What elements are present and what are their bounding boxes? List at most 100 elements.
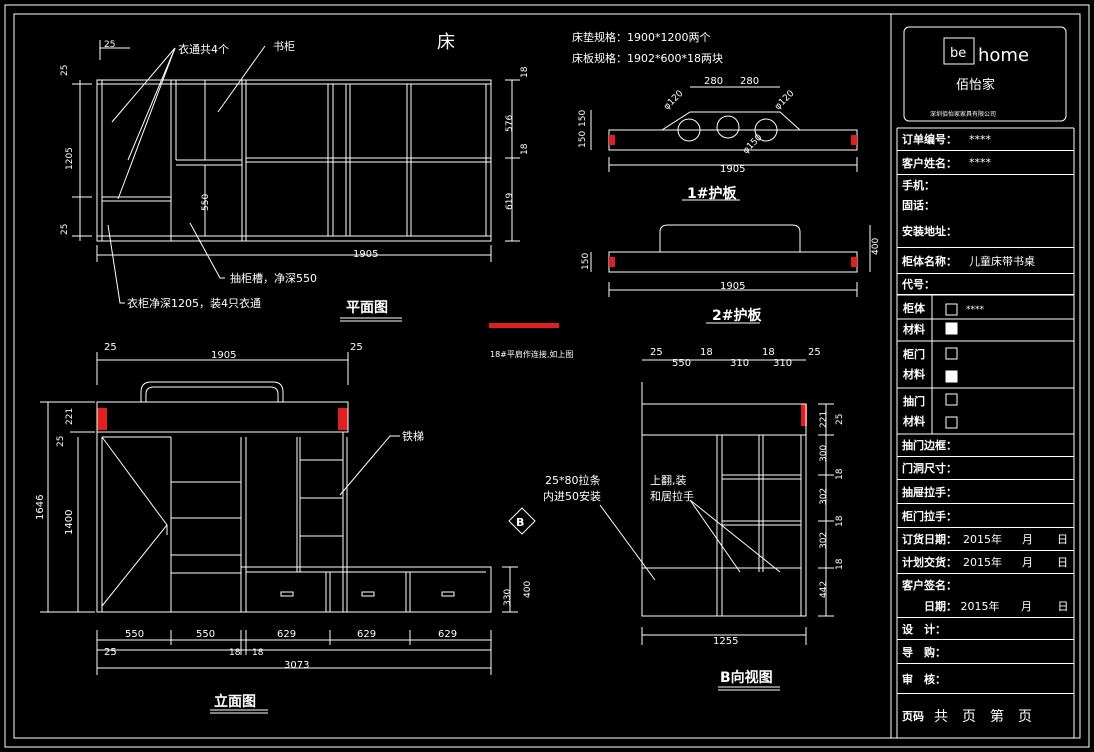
chk-drawer-2[interactable]: [945, 416, 958, 429]
dim-elev-b18a: 18: [229, 648, 241, 658]
row-sign: 客户签名： 日期： 2015年 月 日: [897, 574, 1074, 618]
title-row-label: 客户姓名：: [902, 156, 957, 170]
note-wardrobe-depth: 衣柜净深1205，装4只衣通: [127, 296, 261, 310]
note-bed-board: 床板规格：1902*600*18两块: [572, 51, 723, 65]
dim-b-310b: 310: [773, 358, 792, 369]
title-row-label: 柜体名称：: [902, 254, 957, 268]
page-nth: 第 页: [990, 709, 1032, 725]
row-page: 页码 共 页 第 页: [897, 694, 1074, 738]
dim-elev-25a: 25: [104, 342, 117, 353]
dim-plan-left-top: 25: [104, 40, 115, 50]
row-door-size: 门洞尺寸：: [897, 457, 1074, 480]
dim-b-310a: 310: [730, 358, 749, 369]
mat-drawer: 抽门: [903, 394, 925, 408]
dim-plan-18b: 18: [520, 143, 530, 155]
chk-door-1[interactable]: [945, 347, 958, 360]
title-row-label: 安装地址：: [902, 224, 957, 238]
plan-year: 2015年: [963, 556, 1002, 569]
dim-b-18a: 18: [835, 468, 845, 480]
row-review: 审 核：: [897, 664, 1074, 694]
title-b-view: B向视图: [720, 669, 773, 686]
dim-plan-550: 550: [201, 194, 211, 211]
mat-door: 柜门: [902, 347, 925, 361]
dim-b-442: 442: [819, 581, 829, 598]
dim-elev-221: 221: [65, 408, 75, 425]
label-door-handle: 柜门拉手：: [902, 509, 957, 523]
row-design: 设 计：: [897, 618, 1074, 640]
title-row-0: 订单编号：****: [897, 128, 1074, 151]
sign-day: 日: [1057, 600, 1069, 614]
dim-elev-629c: 629: [438, 629, 457, 640]
label-drawer-handle: 抽屉拉手：: [902, 485, 957, 499]
board-1: [590, 86, 858, 201]
label-design: 设 计：: [902, 622, 946, 636]
title-row-3: 固话：: [897, 195, 1074, 214]
row-door-handle: 柜门拉手：: [897, 504, 1074, 528]
mat-door2: 材料: [903, 367, 925, 381]
order-month: 月: [1022, 533, 1033, 546]
sign-month: 月: [1021, 600, 1032, 614]
dim-board-len2: 1905: [720, 281, 745, 292]
label-door-size: 门洞尺寸：: [902, 462, 957, 475]
row-guide: 导 购：: [897, 640, 1074, 664]
dim-b-221: 221: [819, 411, 829, 428]
dim-plan-1905: 1905: [353, 249, 378, 260]
dim-board-phi150: φ150: [741, 133, 765, 157]
dim-b-25: 25: [835, 414, 845, 425]
note-hanger-rail: 衣通共4个: [178, 42, 229, 56]
plan-view: [72, 40, 520, 322]
note-handle: 和居拉手: [650, 489, 694, 503]
dim-board-len1: 1905: [720, 164, 745, 175]
note-bolt: 18#平肩作连接,如上图: [490, 349, 573, 359]
mat-body: 柜体: [902, 301, 926, 315]
title-board2: 2#护板: [712, 307, 762, 324]
dim-elev-b25: 25: [104, 647, 117, 658]
dim-elev-1646: 1646: [35, 495, 46, 520]
red-ends: [97, 135, 857, 430]
note-bookcase: 书柜: [273, 40, 295, 53]
dim-board-phi120a: φ120: [662, 89, 686, 113]
dim-board-150b: 150: [578, 131, 588, 148]
dim-elev-330: 330: [503, 589, 513, 606]
chk-body-2[interactable]: [945, 322, 958, 335]
chk-door-2[interactable]: [945, 370, 958, 383]
title-board1: 1#护板: [687, 185, 737, 202]
dim-board-280a: 280: [704, 76, 723, 87]
mat-body-val: ****: [966, 305, 985, 315]
dim-plan-25b: 25: [60, 224, 70, 235]
dim-elev-25: 25: [56, 436, 66, 447]
dim-b-18a: 18: [700, 347, 713, 358]
dim-b-302b: 302: [819, 532, 829, 549]
title-row-label: 代号：: [902, 278, 935, 291]
elevation-view: [40, 352, 536, 714]
label-order-date: 订货日期：: [902, 533, 957, 546]
title-row-value: ****: [969, 132, 991, 146]
label-sign-date: 日期：: [924, 600, 957, 614]
title-row-2: 手机：: [897, 175, 1074, 195]
mat-body2: 材料: [903, 322, 925, 336]
mat-checkboxes: [945, 303, 958, 429]
title-plan: 平面图: [346, 300, 388, 316]
outer-border: [4, 4, 1090, 748]
label-page: 页码: [902, 710, 924, 723]
note-flip-up: 上翻,装: [650, 473, 687, 487]
logo-home: home: [978, 45, 1029, 66]
dim-elev-3073: 3073: [284, 660, 309, 671]
dim-board-150a: 150: [578, 110, 588, 127]
dim-elev-629b: 629: [357, 629, 376, 640]
title-row-1: 客户姓名：****: [897, 151, 1074, 175]
title-row-6: 代号：: [897, 274, 1074, 295]
sign-year: 2015年: [960, 600, 1000, 614]
b-marker: B: [516, 516, 524, 529]
chk-drawer-1[interactable]: [945, 393, 958, 406]
row-drawer-frame: 抽门边框：: [897, 434, 1074, 457]
chk-body-1[interactable]: [945, 303, 958, 316]
dim-b-1255: 1255: [713, 636, 738, 647]
dim-plan-576: 576: [505, 115, 515, 132]
dim-elev-1905: 1905: [211, 350, 236, 361]
label-drawer-frame: 抽门边框：: [902, 439, 957, 452]
dim-plan-1205: 1205: [65, 147, 75, 170]
row-drawer-handle: 抽屉拉手：: [897, 480, 1074, 504]
title-elevation: 立面图: [214, 693, 256, 710]
